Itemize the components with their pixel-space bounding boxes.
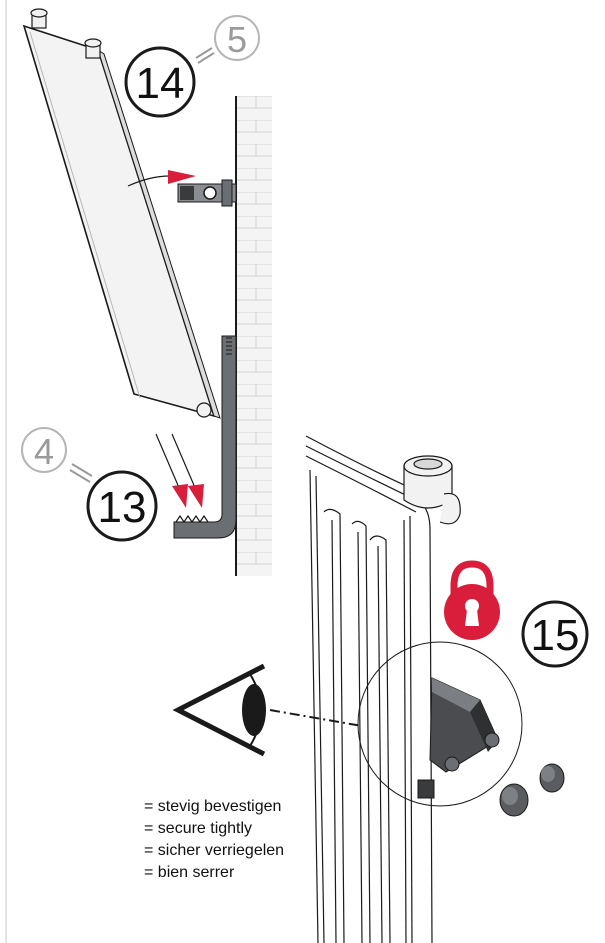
lower-bracket [173,335,237,539]
detail-callout [357,641,523,807]
radiator-panel-tilted [22,8,221,419]
step-14-marker: 14 5 [124,15,260,118]
eye-icon [172,663,266,757]
legend-dutch: = stevig bevestigen [144,798,282,815]
sightline [269,709,363,727]
legend-german: = sicher verriegelen [144,842,285,859]
legend-english: = secure tightly [144,820,253,837]
step-13-marker: 4 13 [21,427,158,542]
ref-5-label: 5 [227,19,247,60]
end-caps [499,763,565,817]
padlock-icon [444,560,500,640]
step-13-label: 13 [98,483,147,532]
step-15-label: 15 [531,611,580,660]
legend-french: = bien serrer [144,864,235,881]
legend: = stevig bevestigen = secure tightly = s… [144,796,284,884]
step-14-label: 14 [136,59,185,108]
radiator-closeup [305,435,461,943]
drop-arrows [155,433,204,508]
hang-arrow [127,170,196,187]
ref-4-label: 4 [34,431,54,472]
wall [235,96,272,576]
step-15-marker: 15 [521,600,589,668]
upper-bracket [177,179,237,207]
